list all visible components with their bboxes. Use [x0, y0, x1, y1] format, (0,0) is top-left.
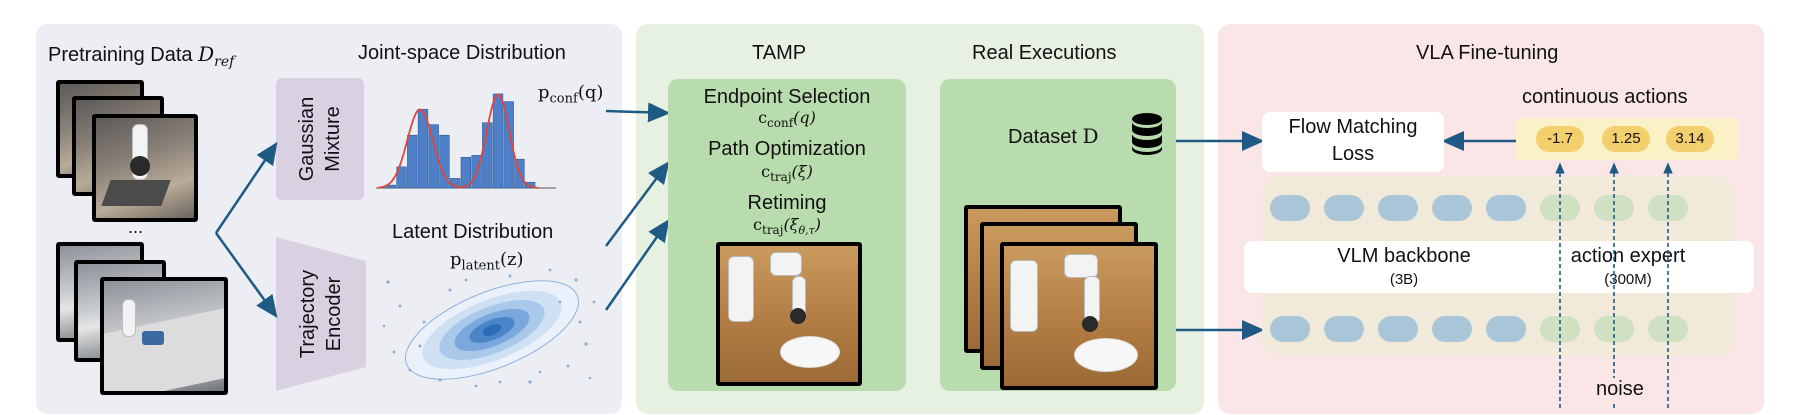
pretraining-image-2c: [100, 277, 228, 395]
density-curve: [377, 93, 539, 189]
vlm-backbone-label: VLM backbone: [1337, 245, 1471, 267]
histogram-bar: [460, 156, 472, 189]
action-value: 3.14: [1666, 126, 1714, 152]
gaussian-mixture-block: Gaussian Mixture: [276, 78, 364, 200]
trajectory-encoder-block: [276, 237, 366, 391]
vlm-input-node: [1486, 316, 1526, 342]
vlm-token-node: [1432, 195, 1472, 221]
joint-space-histogram: [376, 93, 556, 189]
vlm-token-node: [1270, 195, 1310, 221]
flow-matching-line1: Flow Matching: [1288, 116, 1418, 138]
histogram-bar: [396, 166, 407, 189]
flow-matching-line2: Loss: [1331, 143, 1375, 165]
real-executions-title: Real Executions: [972, 42, 1117, 64]
vlm-input-node: [1270, 316, 1310, 342]
joint-space-title: Joint-space Distribution: [358, 42, 566, 64]
endpoint-selection-label: Endpoint Selection: [703, 86, 871, 108]
vlm-input-node: [1432, 316, 1472, 342]
continuous-actions-title: continuous actions: [1522, 86, 1688, 108]
vlm-token-node: [1324, 195, 1364, 221]
backbone-bar: [1244, 241, 1754, 293]
histogram-bar: [503, 101, 514, 189]
pretraining-data-title: Pretraining Data Dref: [48, 42, 235, 70]
noise-label: noise: [1594, 378, 1646, 401]
vla-title: VLA Fine-tuning: [1416, 42, 1559, 64]
noise-dashed-arrows: [1555, 162, 1673, 408]
path-formula: ctraj(ξ): [761, 162, 813, 185]
histogram-bar: [428, 124, 439, 189]
endpoint-formula: cconf(q): [758, 108, 816, 131]
path-optimization-label: Path Optimization: [708, 138, 866, 160]
vlm-input-node: [1324, 316, 1364, 342]
retiming-label: Retiming: [747, 192, 827, 214]
tamp-robot-photo: [716, 242, 862, 386]
pretraining-image-1c: [92, 114, 198, 222]
ellipsis: ...: [128, 217, 144, 237]
vlm-token-node: [1378, 195, 1418, 221]
vlm-token-node: [1486, 195, 1526, 221]
retiming-formula: ctraj(ξθ,τ): [753, 215, 821, 238]
latent-distribution-title: Latent Distribution: [392, 221, 554, 243]
real-exec-photo-3: [1000, 242, 1158, 390]
p-conf-formula: pconf(q): [538, 82, 604, 107]
action-expert-label: action expert: [1570, 245, 1686, 267]
p-latent-formula: platent(z): [450, 249, 524, 274]
action-value: -1.7: [1536, 126, 1584, 152]
histogram-bar: [524, 181, 536, 189]
histogram-bar: [492, 93, 504, 189]
flow-matching-loss-box: Flow Matching Loss: [1262, 112, 1444, 172]
dataset-label: Dataset D: [1008, 124, 1099, 148]
histogram-bar: [417, 108, 429, 189]
vlm-backbone-size: (3B): [1389, 271, 1419, 288]
histogram-bar: [407, 134, 418, 189]
action-value: 1.25: [1602, 126, 1650, 152]
tamp-title: TAMP: [752, 42, 807, 64]
action-expert-size: (300M): [1604, 271, 1652, 288]
database-icon: [1132, 113, 1162, 155]
latent-distribution-plot: [382, 266, 596, 388]
vlm-input-node: [1378, 316, 1418, 342]
